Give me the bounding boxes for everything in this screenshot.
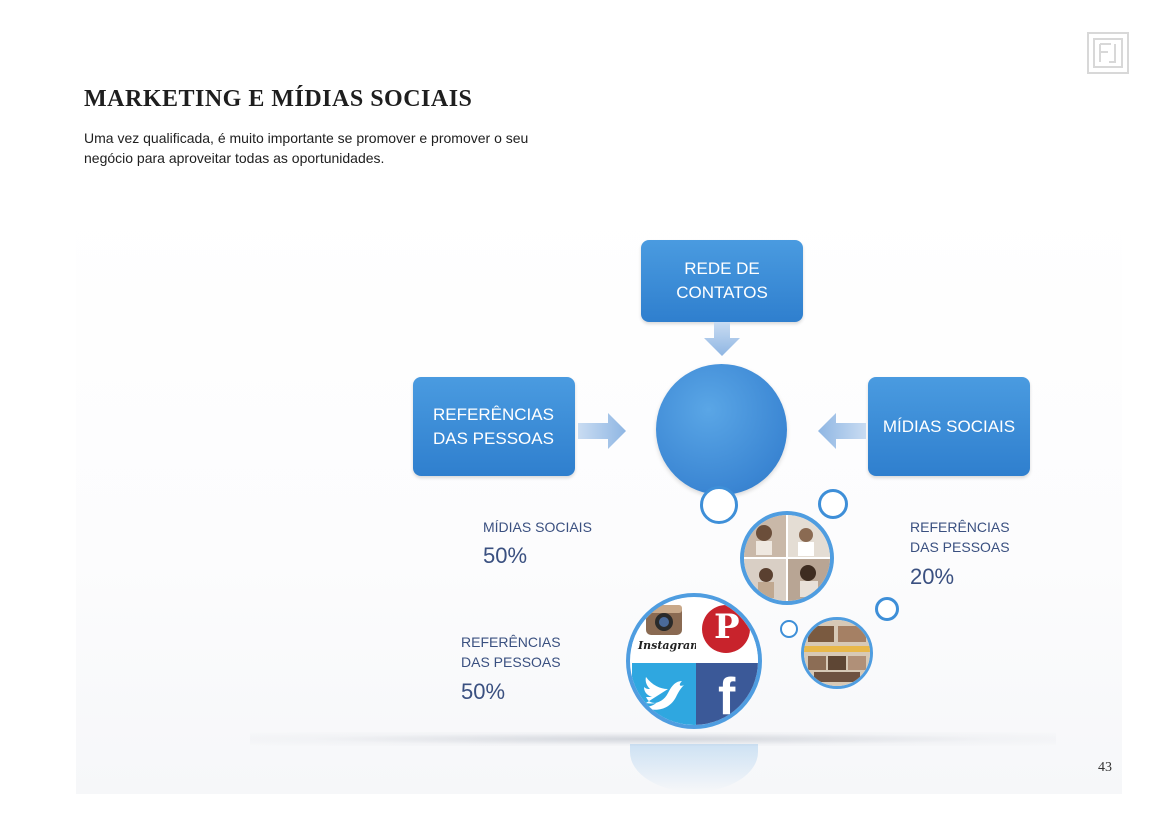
box-rede-label: REDE DE CONTATOS bbox=[676, 259, 768, 302]
page-title: MARKETING E MÍDIAS SOCIAIS bbox=[84, 86, 473, 112]
bubble bbox=[700, 486, 738, 524]
stat-label: REFERÊNCIAS DAS PESSOAS bbox=[910, 519, 1010, 555]
diagram-background bbox=[76, 200, 1122, 794]
box-midias-sociais: MÍDIAS SOCIAIS bbox=[868, 377, 1030, 476]
intro-text: Uma vez qualificada, é muito importante … bbox=[84, 130, 529, 166]
bubble bbox=[780, 620, 798, 638]
reflection-shelf bbox=[250, 732, 1056, 746]
center-circle bbox=[656, 364, 787, 495]
stat-value: 50% bbox=[461, 679, 506, 704]
facebook-letter: f bbox=[718, 668, 736, 726]
photo-collage-small-circle bbox=[801, 617, 873, 689]
stat-label: MÍDIAS SOCIAIS bbox=[483, 519, 592, 535]
instagram-camera-icon bbox=[646, 605, 682, 635]
event-photo-icon bbox=[804, 620, 870, 686]
arrow-down-icon bbox=[704, 322, 740, 356]
box-rede-de-contatos: REDE DE CONTATOS bbox=[641, 240, 803, 322]
bubble bbox=[818, 489, 848, 519]
arrow-right-icon bbox=[578, 413, 626, 449]
logo-icon bbox=[1093, 38, 1123, 68]
twitter-icon bbox=[632, 663, 696, 725]
photo-collage-circle bbox=[740, 511, 834, 605]
box-referencias: REFERÊNCIAS DAS PESSOAS bbox=[413, 377, 575, 476]
box-referencias-label: REFERÊNCIAS DAS PESSOAS bbox=[433, 404, 554, 448]
instagram-wordmark: Instagram bbox=[638, 639, 702, 652]
pinterest-letter: P bbox=[714, 607, 740, 647]
page-number: 43 bbox=[1098, 760, 1112, 775]
instagram-icon: Instagram bbox=[632, 599, 702, 663]
facebook-icon: f bbox=[696, 663, 758, 726]
logo-mark bbox=[1087, 32, 1129, 74]
stat-value: 50% bbox=[483, 543, 528, 568]
arrow-left-icon bbox=[818, 413, 866, 449]
bubble bbox=[875, 597, 899, 621]
twitter-bird-icon bbox=[644, 677, 684, 710]
box-midias-label: MÍDIAS SOCIAIS bbox=[882, 416, 1016, 436]
social-media-circle: Instagram P f bbox=[626, 593, 762, 729]
stat-value: 20% bbox=[910, 564, 955, 589]
pinterest-icon: P bbox=[696, 599, 758, 663]
pinterest-logo-icon bbox=[702, 605, 750, 653]
stat-label: REFERÊNCIAS DAS PESSOAS bbox=[461, 634, 561, 670]
people-photo-icon bbox=[744, 515, 830, 601]
